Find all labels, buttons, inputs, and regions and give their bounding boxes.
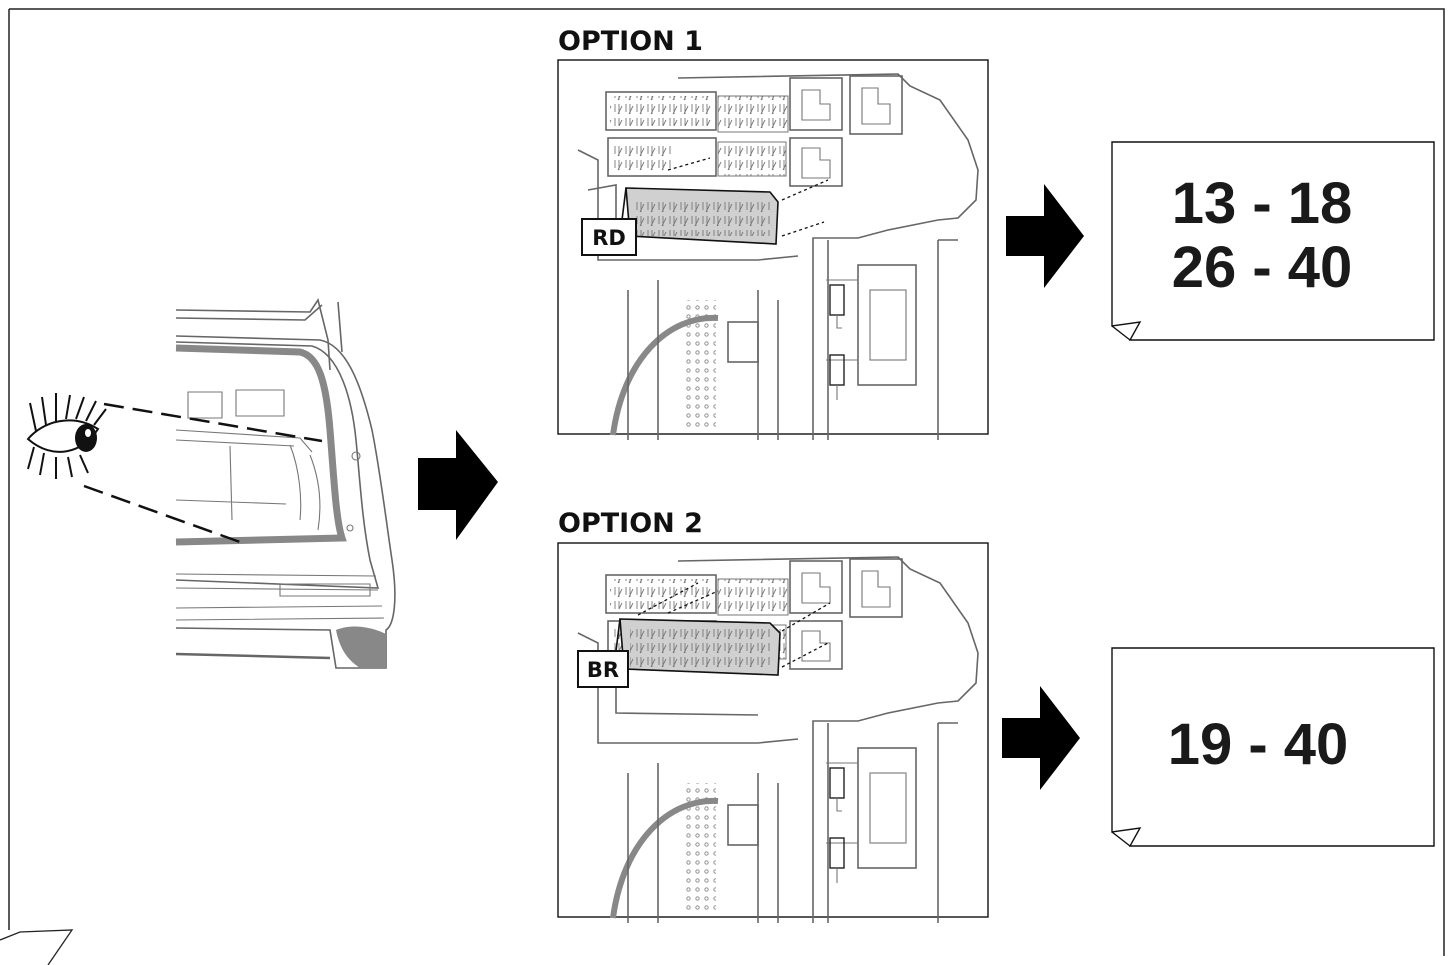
page-border [8, 8, 1445, 956]
sight-line-lower [83, 484, 241, 544]
main-arrow-icon [418, 430, 498, 540]
option1-range-1: 13 - 18 [1172, 171, 1353, 236]
page-corner [0, 929, 74, 965]
option1-tag: RD [581, 218, 637, 256]
option1-heading: OPTION 1 [558, 26, 703, 57]
option1-range-2: 26 - 40 [1172, 235, 1353, 300]
option2-arrow-icon [1002, 686, 1080, 790]
sight-line-upper [103, 402, 323, 443]
eye-icon [26, 393, 107, 479]
option1-result-card: 13 - 18 26 - 40 [1111, 141, 1435, 341]
option1-fusebox-illustration [578, 74, 978, 440]
option2-result-card: 19 - 40 [1111, 647, 1435, 847]
option1-arrow-icon [1006, 184, 1084, 288]
option2-tag-label: BR [587, 658, 619, 682]
option2-tag: BR [577, 650, 629, 688]
option2-range-1: 19 - 40 [1168, 712, 1349, 777]
car-rear-illustration [175, 298, 396, 669]
option2-heading: OPTION 2 [558, 508, 703, 539]
option1-tag-label: RD [592, 226, 626, 250]
